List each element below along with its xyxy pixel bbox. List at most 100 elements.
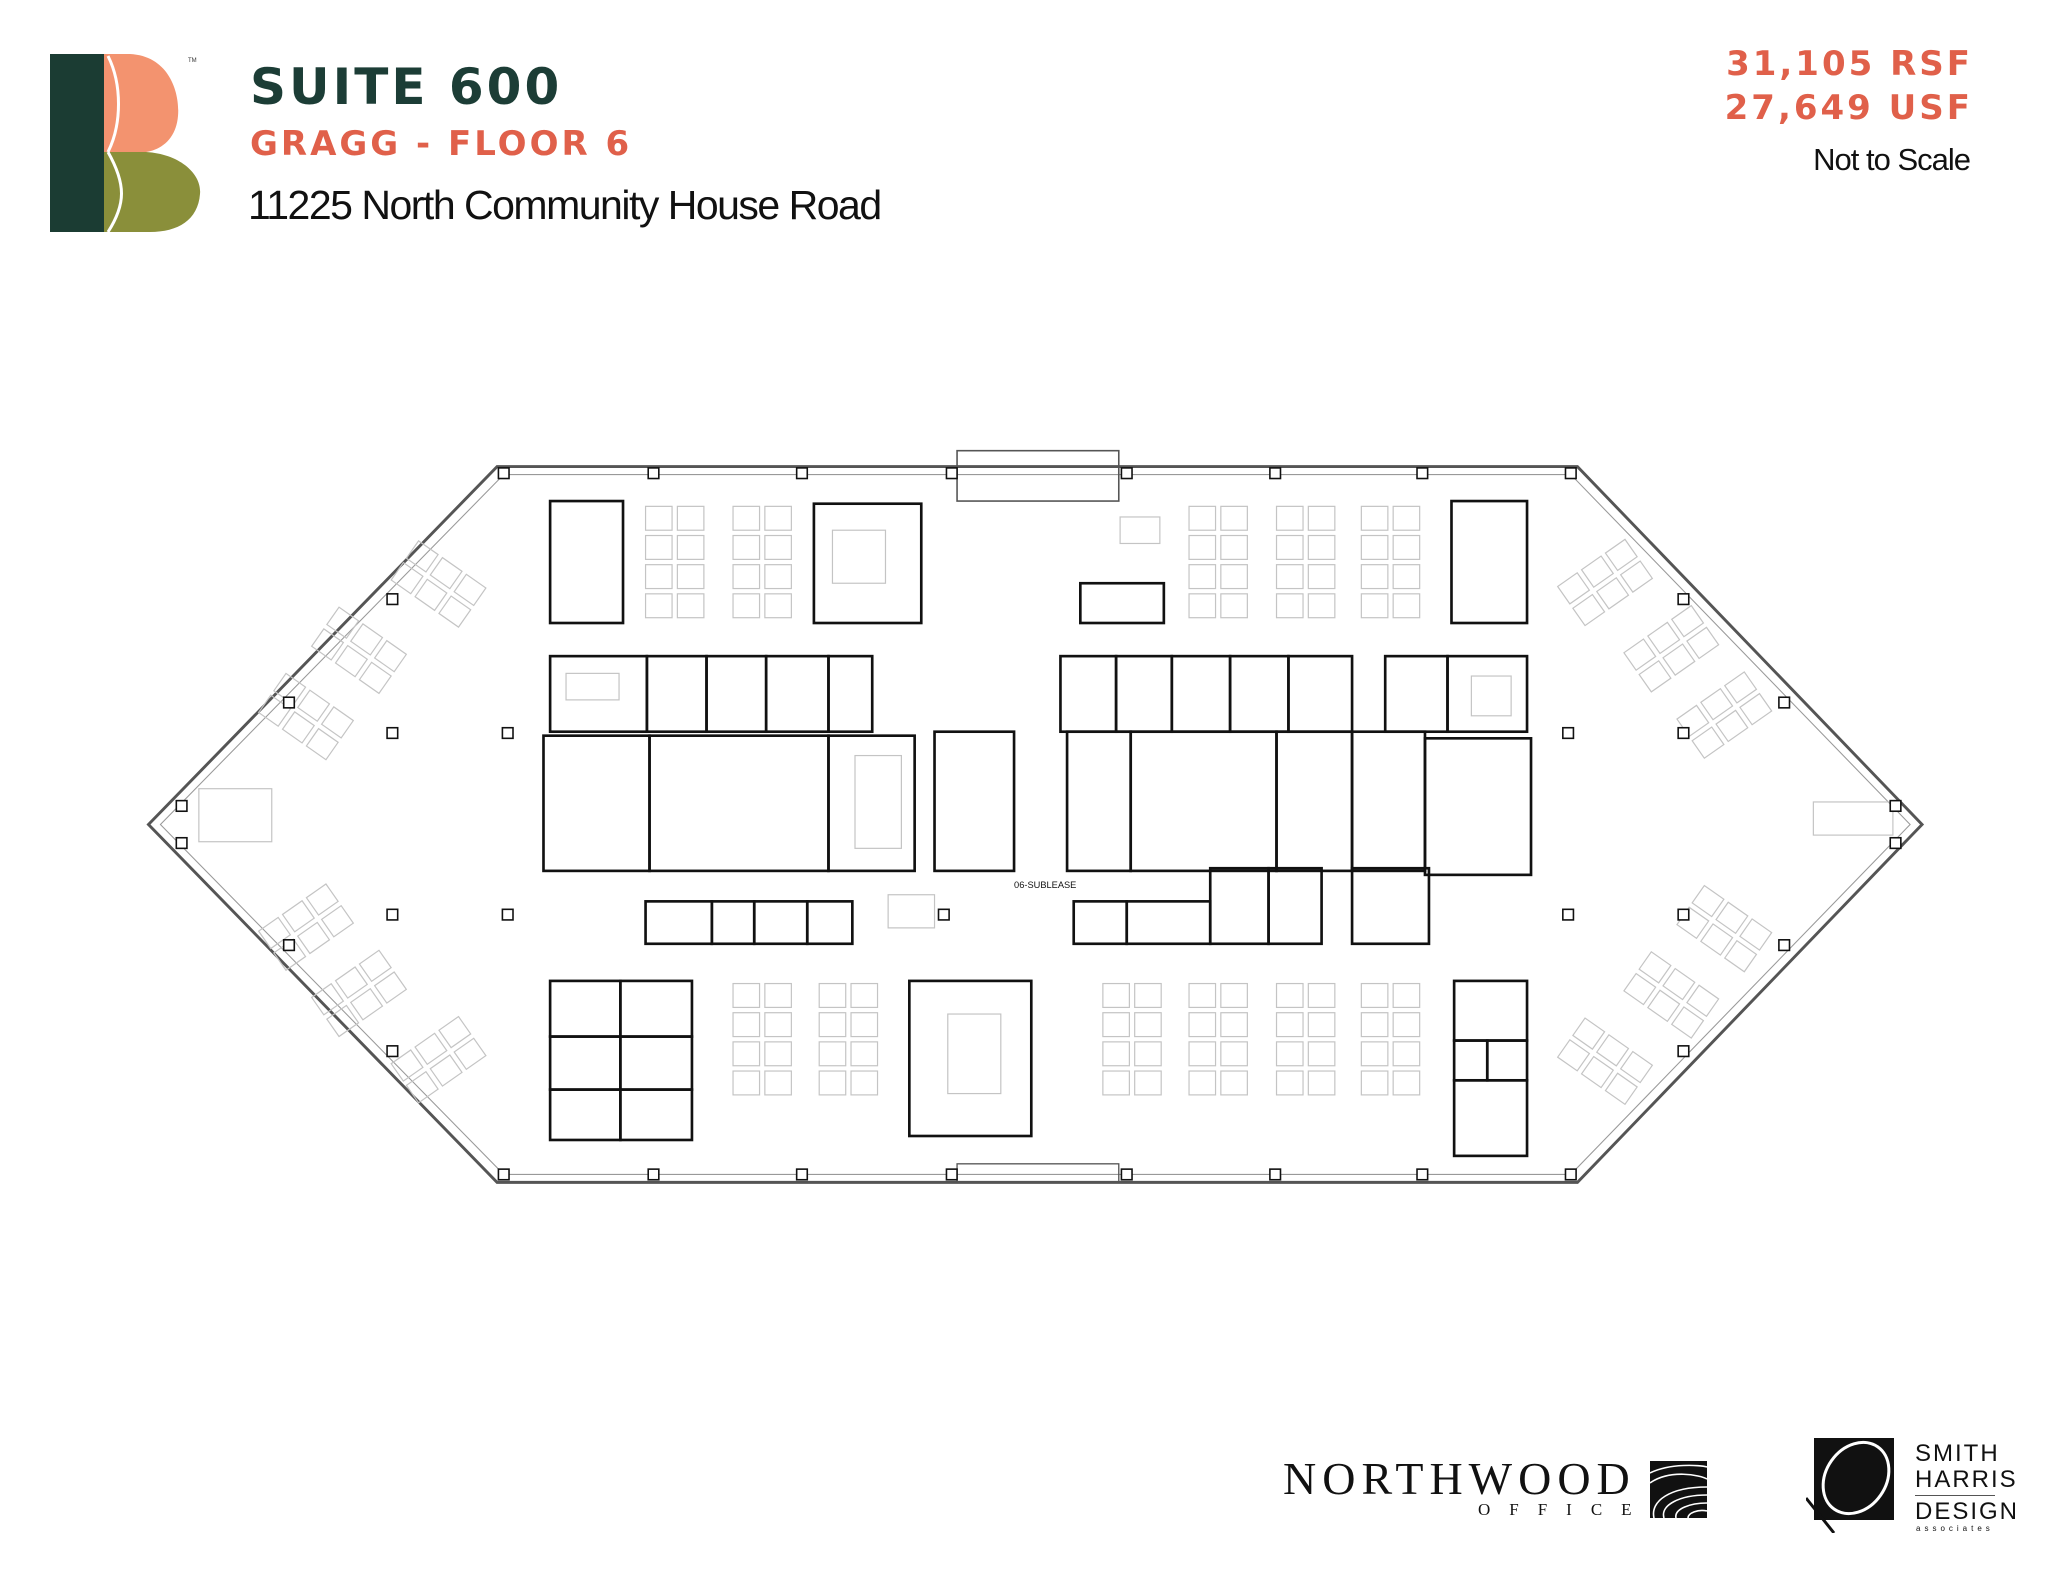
workstation <box>818 1070 847 1096</box>
room-wall <box>827 734 916 873</box>
workstation <box>1623 638 1657 671</box>
workstation <box>850 1041 879 1067</box>
building-logo: TM <box>50 54 201 233</box>
workstation <box>1595 576 1630 610</box>
column <box>1677 908 1690 921</box>
workstation <box>1392 982 1421 1009</box>
workstation <box>644 564 673 590</box>
workstation <box>1572 1017 1606 1050</box>
workstation <box>453 573 487 607</box>
workstation <box>1307 1070 1336 1096</box>
workstation <box>1360 505 1389 531</box>
column <box>945 467 958 480</box>
column <box>1778 939 1791 952</box>
workstation <box>1188 982 1217 1009</box>
workstation <box>334 966 369 999</box>
workstation <box>1646 621 1681 655</box>
workstation <box>438 1015 472 1049</box>
room-wall <box>1452 979 1529 1042</box>
room-wall <box>1170 654 1232 734</box>
workstation <box>764 564 792 590</box>
column <box>175 836 188 850</box>
workstation <box>1188 564 1217 590</box>
workstation <box>358 949 392 983</box>
workstation <box>1392 1070 1421 1096</box>
room-wall <box>645 654 708 734</box>
room-wall <box>1450 499 1529 625</box>
workstation <box>1646 989 1681 1023</box>
column <box>386 908 399 921</box>
room-wall <box>1452 1039 1489 1082</box>
workstation <box>850 1070 879 1096</box>
workstation <box>1638 659 1672 693</box>
workstation <box>1220 1070 1248 1096</box>
room-wall <box>1267 866 1323 946</box>
workstation <box>1691 726 1725 759</box>
building-floor: GRAGG - FLOOR 6 <box>250 124 633 164</box>
column <box>501 726 514 740</box>
room-wall <box>908 979 1033 1138</box>
workstation <box>732 1041 761 1067</box>
structural-columns <box>175 467 1902 1181</box>
workstation-cluster <box>390 1015 487 1104</box>
room-wall <box>1228 654 1290 734</box>
workstation <box>1220 564 1248 590</box>
column <box>795 467 809 480</box>
workstation <box>1392 593 1421 619</box>
room-wall <box>548 654 649 734</box>
workstation <box>1188 505 1217 531</box>
workstation <box>257 694 292 728</box>
room-wall <box>1275 730 1354 873</box>
workstation-cluster <box>310 606 408 695</box>
room-wall <box>1079 581 1166 625</box>
workstation <box>1275 1070 1304 1096</box>
workstation <box>326 606 360 640</box>
workstation <box>818 1041 847 1067</box>
room-wall <box>812 502 923 625</box>
column <box>501 908 514 921</box>
column <box>1120 467 1133 480</box>
workstation <box>818 982 847 1009</box>
workstation <box>1619 560 1654 593</box>
workstation <box>281 899 316 933</box>
logo-stem <box>50 54 104 232</box>
workstation <box>818 1012 847 1038</box>
room-wall <box>1350 866 1431 946</box>
workstation <box>334 644 369 678</box>
workstation <box>1715 709 1749 743</box>
workstation-cluster <box>257 883 355 972</box>
workstation <box>732 593 761 619</box>
workstation <box>349 987 384 1021</box>
workstation <box>1307 1041 1336 1067</box>
room-wall <box>1452 1078 1529 1158</box>
room-wall <box>644 900 714 946</box>
workstation <box>257 916 292 950</box>
workstation <box>1623 972 1657 1006</box>
workstation <box>1580 555 1615 588</box>
workstation <box>732 505 761 531</box>
column <box>937 908 950 921</box>
workstation-cluster <box>1676 884 1773 973</box>
workstation <box>296 921 331 955</box>
workstation <box>676 505 705 531</box>
workstation <box>414 1032 448 1066</box>
column <box>1677 726 1690 740</box>
workstation <box>764 505 792 531</box>
workstation <box>358 661 392 695</box>
workstation <box>1220 982 1248 1009</box>
workstation <box>281 711 316 744</box>
workstation <box>1307 505 1336 531</box>
column <box>1889 799 1902 813</box>
room-wall <box>619 979 694 1038</box>
workstation <box>1662 967 1696 1001</box>
workstation <box>1220 593 1248 619</box>
column <box>497 467 510 480</box>
curtain-wall <box>159 474 1911 1175</box>
bottom-bay <box>956 1163 1120 1184</box>
room-wall <box>1446 654 1529 734</box>
room-wall <box>933 730 1016 873</box>
workstation <box>373 639 408 673</box>
column <box>1778 696 1791 709</box>
space-label: 06-SUBLEASE <box>1014 880 1076 890</box>
room-wall <box>1350 730 1427 873</box>
